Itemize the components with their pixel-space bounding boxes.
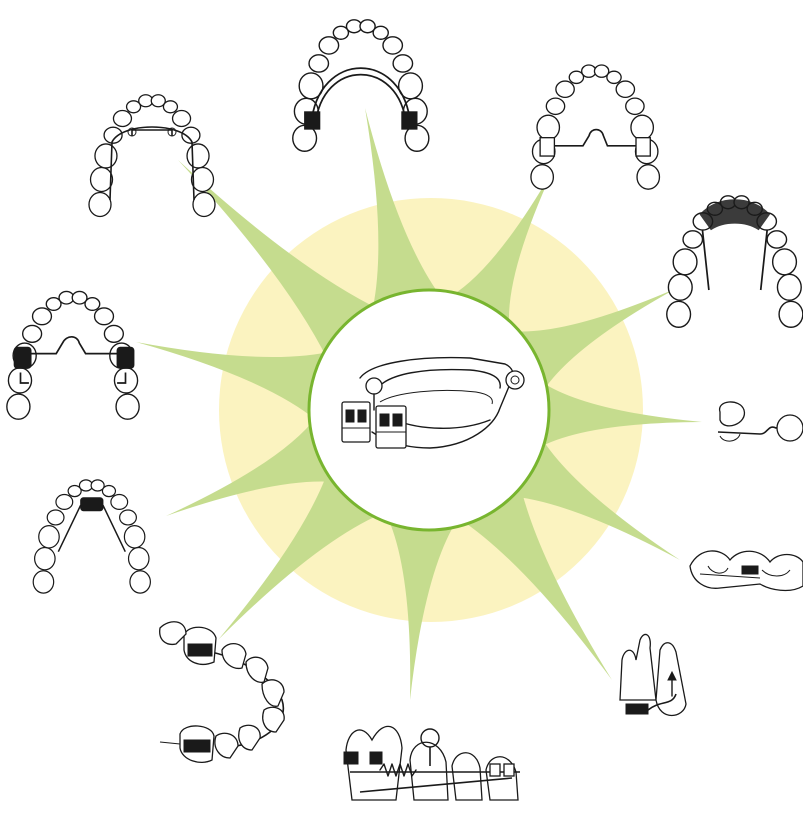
tooth <box>537 115 559 139</box>
tooth <box>163 101 177 113</box>
fixed-bracket-coil-spring-icon <box>344 726 520 800</box>
tooth <box>129 548 149 570</box>
tooth <box>173 110 191 126</box>
loop-spring-partial-icon <box>718 402 803 441</box>
tooth <box>95 144 117 168</box>
tooth <box>47 510 64 525</box>
tooth <box>85 298 100 311</box>
tooth <box>102 485 115 496</box>
tooth <box>130 571 150 593</box>
tooth <box>191 167 213 191</box>
tooth <box>668 274 692 300</box>
tooth <box>113 110 131 126</box>
tooth <box>56 495 73 510</box>
molar-distalizer-arch-icon <box>160 622 285 763</box>
tooth <box>779 301 803 327</box>
tooth <box>607 71 621 83</box>
lingual-arch-appliance-icon <box>89 95 215 217</box>
side-view-molar-spring-icon <box>690 551 803 591</box>
tooth <box>767 231 786 248</box>
tooth <box>116 394 139 419</box>
tooth <box>531 165 553 189</box>
tooth <box>91 167 113 191</box>
tooth <box>373 26 388 39</box>
omega-loop-palatal-bar-icon <box>531 65 660 189</box>
tooth <box>616 81 634 97</box>
tooth <box>673 249 697 275</box>
tooth <box>777 274 801 300</box>
tooth <box>35 548 55 570</box>
tooth <box>7 394 30 419</box>
tooth <box>33 571 53 593</box>
anterior-acrylic-plate-icon <box>667 196 803 327</box>
tooth <box>631 115 653 139</box>
palatal-expander-screw-icon <box>33 480 150 593</box>
tooth <box>683 231 702 248</box>
tooth <box>120 510 137 525</box>
tooth <box>626 98 644 114</box>
tooth <box>23 325 42 342</box>
single-tooth-extrusion-spring-icon <box>620 634 686 715</box>
tooth <box>546 98 564 114</box>
tooth <box>556 81 574 97</box>
tooth <box>104 325 123 342</box>
tooth <box>309 55 328 72</box>
tooth <box>187 144 209 168</box>
tooth <box>773 249 797 275</box>
nance-button-appliance-icon <box>7 291 139 419</box>
tooth <box>95 308 114 325</box>
tooth <box>383 37 402 54</box>
tooth <box>39 526 59 548</box>
tooth <box>33 308 52 325</box>
tooth <box>111 495 128 510</box>
tooth <box>124 526 144 548</box>
tooth <box>319 37 338 54</box>
tooth <box>193 193 215 217</box>
tooth <box>89 193 111 217</box>
tooth <box>667 301 691 327</box>
tooth <box>393 55 412 72</box>
tooth <box>637 165 659 189</box>
transpalatal-arch-icon <box>293 20 429 151</box>
